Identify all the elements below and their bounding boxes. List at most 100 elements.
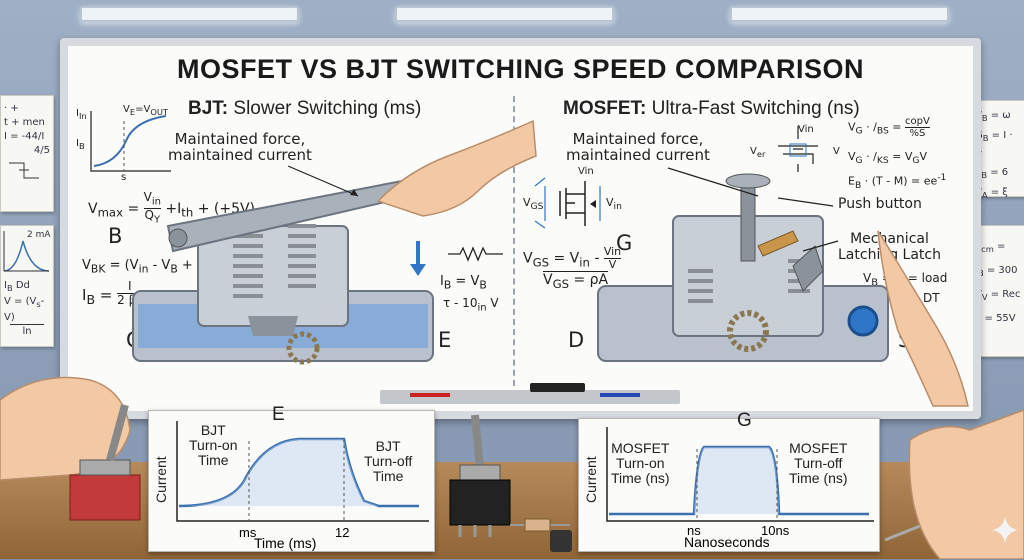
formula-text: max	[97, 205, 123, 220]
mosfet-axes	[606, 427, 874, 522]
bjt-heading-bold: BJT:	[188, 98, 229, 119]
formula-text: - V	[148, 258, 171, 273]
formula-text: =	[99, 286, 113, 305]
peak-curve-icon	[3, 231, 50, 272]
mosfet-heading-rest: Ultra-Fast Switching (ns)	[646, 98, 860, 119]
bjt-chart-svg	[176, 421, 429, 522]
terminal-b-label: B	[108, 224, 123, 248]
formula-text: in	[138, 262, 149, 276]
mosfet-turn-off-label: MOSFET Turn-off Time (ns)	[789, 441, 848, 486]
mosfet-tick-label: ns	[687, 523, 701, 538]
note-text: B	[981, 170, 988, 180]
formula-text: B	[443, 278, 452, 292]
formula-text: G	[855, 125, 863, 137]
chart-label-line: Time (ns)	[611, 470, 670, 486]
formula-text: GS	[530, 201, 544, 213]
chart-label-line: Turn-off	[364, 453, 413, 469]
bjt-switching-chart: Current BJT Turn-on Time BJT Turn-off Ti…	[148, 410, 435, 552]
chart-label-line: BJT	[200, 422, 226, 438]
formula-text: B	[170, 262, 178, 276]
vgs-formula: VGS = Vin - Vin V	[523, 245, 622, 271]
chart-label-line: Turn-on	[616, 455, 665, 471]
formula-text: V	[143, 190, 152, 204]
note-text: t + men	[4, 117, 45, 128]
vgs-rho-formula: VGS = ρA	[543, 271, 609, 291]
formula-text: =	[892, 120, 902, 134]
note-text: 4/5	[33, 145, 50, 156]
formula-text: V	[523, 250, 533, 267]
graph-text: B	[78, 141, 85, 151]
terminal-d-label: D	[568, 328, 585, 352]
marker-red	[410, 393, 450, 397]
formula-text: -1	[937, 172, 947, 183]
vin-label: Vin	[578, 166, 594, 177]
note-text: =	[993, 241, 1006, 252]
graph-xlabel: s	[121, 172, 127, 183]
formula-text: V	[88, 200, 98, 217]
note-text: I = -44/I	[4, 131, 45, 142]
vin-label: Vin	[798, 124, 814, 135]
note-text: B	[981, 113, 988, 123]
terminal-e-label: E	[438, 328, 452, 352]
formula-text: = V	[549, 250, 580, 267]
right-hand-icon	[908, 409, 1024, 559]
formula-text: = (V	[109, 258, 139, 273]
formula-text: in	[477, 302, 487, 314]
note-text: A	[981, 190, 988, 200]
bjt-note-line: maintained current	[168, 146, 312, 164]
note-text: cm	[981, 244, 994, 254]
formula-text: copV	[905, 116, 930, 128]
formula-text: in	[613, 201, 622, 213]
graph-text: OUT	[150, 107, 169, 117]
chart-label-line: Turn-on	[189, 437, 238, 453]
mosfet-hand-icon	[877, 230, 969, 407]
formula-text: V	[608, 258, 617, 271]
mosfet-tick-lines	[696, 449, 778, 521]
mosfet-switching-chart: Current MOSFET Turn-on Time (ns) MOSFET …	[578, 418, 880, 552]
note-text: -V	[4, 296, 45, 323]
note-text: σ = 55V	[975, 313, 1016, 324]
toggle-switch-icon	[449, 414, 511, 537]
formula-text: V	[848, 150, 856, 163]
left-note-paper-bottom: 2 mA IB Dd V = (Vs-V) ln	[0, 225, 54, 347]
bjt-transfer-graph	[90, 111, 171, 172]
note-text: s	[36, 299, 41, 309]
formula-text: V	[82, 258, 91, 273]
formula-text: 2 β	[117, 293, 137, 307]
graph-text: =V	[135, 104, 151, 115]
formula-text: V	[848, 120, 856, 134]
formula-text: BS	[876, 125, 889, 137]
mosfet-turn-on-label: MOSFET Turn-on Time (ns)	[611, 441, 670, 486]
note-text: B	[6, 283, 13, 293]
formula-text: er	[756, 149, 766, 159]
bjt-turn-off-label: BJT Turn-off Time	[364, 439, 412, 484]
formula-text: V	[606, 196, 614, 209]
formula-text: · (T - M) = ee	[861, 174, 938, 188]
bjt-heading: BJT: Slower Switching (ms)	[188, 98, 421, 120]
ceiling-light	[395, 6, 614, 22]
tau-formula: τ - 10in V	[443, 296, 499, 313]
vg-formula-1: VG · /BS = copV %S	[848, 116, 930, 139]
circuit-sketch-icon	[9, 162, 39, 179]
formula-text: B	[871, 277, 879, 289]
bjt-note: Maintained force, maintained current	[168, 131, 312, 163]
note-text: V	[981, 292, 988, 302]
mosfet-chart-svg	[606, 427, 874, 522]
graph-ve: VE=VOUT	[123, 104, 168, 117]
mosfet-heading: MOSFET: Ultra-Fast Switching (ns)	[563, 98, 860, 120]
mosfet-schematic-icon	[534, 177, 601, 229]
graph-text: I	[76, 108, 79, 119]
formula-text: KS	[876, 155, 889, 167]
ceiling-light	[80, 6, 299, 22]
mosfet-valve-illustration	[597, 173, 889, 362]
chart-label-line: Turn-off	[794, 455, 843, 471]
marker-blue	[600, 393, 640, 397]
ib-vb-formula: IB = VB	[440, 274, 487, 292]
graph-ylabel: IB	[76, 138, 85, 151]
formula-text: +I	[165, 200, 182, 217]
note-text: Rec	[1002, 289, 1021, 300]
graph-text: In	[78, 111, 87, 121]
bjt-tick-lines	[248, 439, 345, 521]
note-text: = ξ	[987, 187, 1008, 198]
formula-text: %S	[909, 128, 926, 139]
